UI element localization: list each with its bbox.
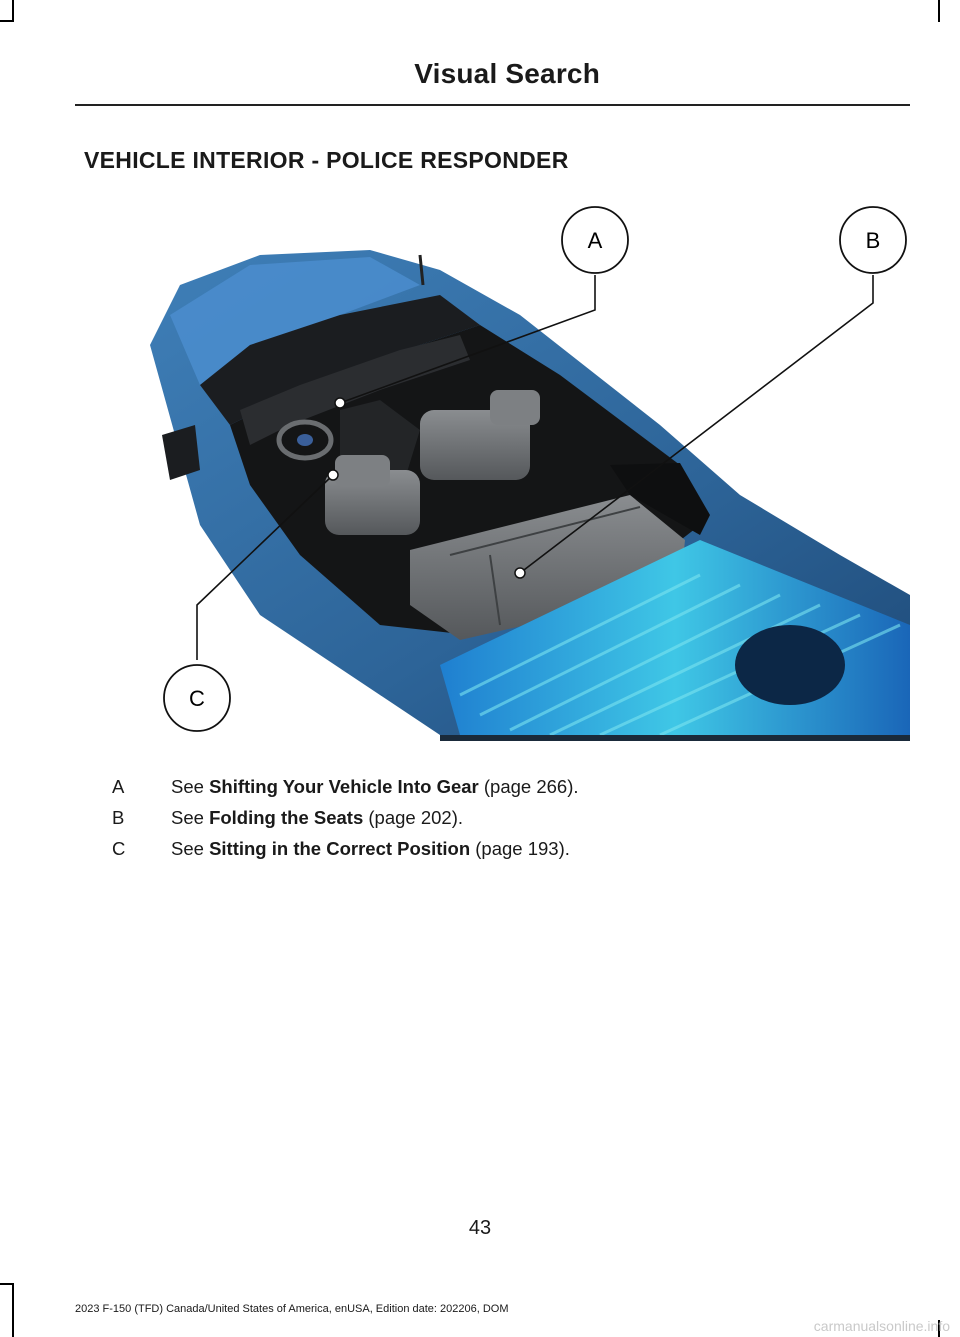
callout-letter: A [112, 776, 125, 797]
section-title: VEHICLE INTERIOR - POLICE RESPONDER [84, 147, 569, 173]
callout-page-ref: (page 202). [363, 807, 464, 828]
vehicle-interior-figure: A B C [150, 206, 910, 741]
callout-link-folding-seats[interactable]: Folding the Seats [209, 807, 364, 828]
label-b-bubble: B [839, 206, 907, 274]
callout-row-c: C See Sitting in the Correct Position (p… [112, 838, 812, 869]
callout-list: A See Shifting Your Vehicle Into Gear (p… [112, 776, 812, 869]
front-seat-right [420, 390, 540, 480]
callout-row-a: A See Shifting Your Vehicle Into Gear (p… [112, 776, 812, 807]
label-b: B [866, 228, 881, 253]
crop-mark-bottom-left-v [12, 1283, 14, 1337]
watermark: carmanualsonline.info [813, 1318, 950, 1334]
crop-mark-bottom-left-h [0, 1283, 14, 1285]
label-c: C [189, 686, 205, 711]
callout-prefix: See [171, 776, 210, 797]
label-c-bubble: C [163, 664, 231, 732]
crop-mark-bottom-right-v [938, 1320, 940, 1337]
callout-letter: C [112, 838, 126, 859]
header-divider [75, 104, 910, 106]
page-number: 43 [468, 1217, 492, 1239]
callout-page-ref: (page 193). [470, 838, 570, 859]
label-a: A [588, 228, 603, 253]
callout-link-shifting-into-gear[interactable]: Shifting Your Vehicle Into Gear [209, 776, 479, 797]
callout-row-b: B See Folding the Seats (page 202). [112, 807, 812, 838]
callout-page-ref: (page 266). [478, 776, 579, 797]
footer-edition-info: 2023 F-150 (TFD) Canada/United States of… [75, 1303, 509, 1315]
truck-bed [440, 540, 910, 741]
crop-mark-top-left-v [12, 0, 14, 22]
callout-link-sitting-position[interactable]: Sitting in the Correct Position [209, 838, 471, 859]
crop-mark-top-left-h [0, 20, 14, 22]
callout-letter: B [112, 807, 125, 828]
callout-prefix: See [171, 838, 210, 859]
crop-mark-top-right-v [938, 0, 940, 22]
label-a-bubble: A [561, 206, 629, 274]
header-title: Visual Search [414, 58, 600, 89]
front-seat-left [325, 455, 420, 535]
callout-prefix: See [171, 807, 210, 828]
